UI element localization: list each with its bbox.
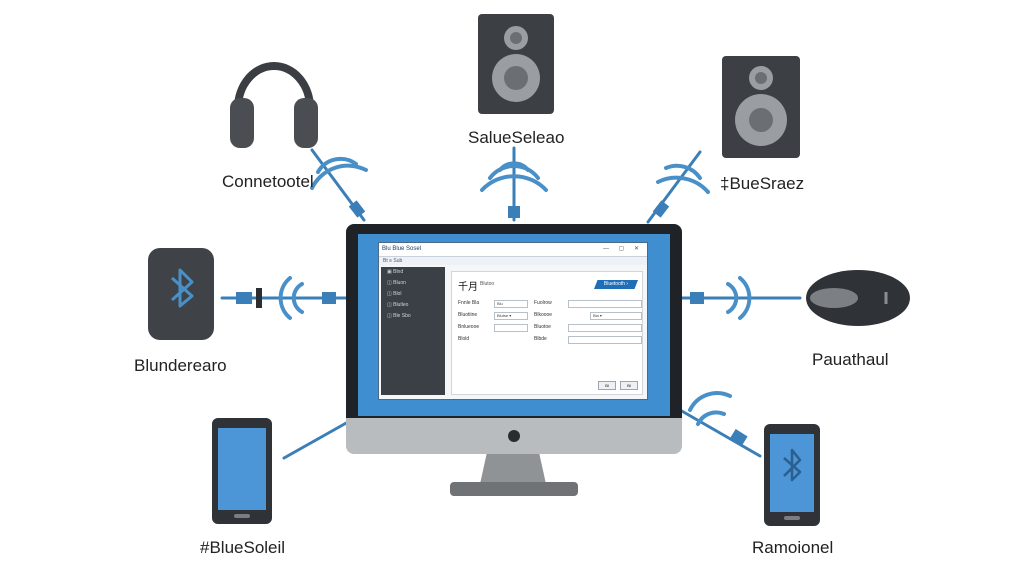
bluetooth-badge[interactable]: Bluetooth › — [594, 280, 638, 289]
power-button-icon[interactable] — [508, 430, 520, 442]
headphones-icon — [230, 62, 318, 148]
sidebar-item[interactable]: ◫ Blutleo — [387, 302, 409, 308]
device-label-phone-right: Ramoionel — [752, 538, 834, 557]
device-label-phone-left: #BlueSoleil — [200, 538, 286, 557]
settings-panel: 千月 Blutoo Bluetooth › Fnnle Bla Blu Fuol… — [451, 271, 643, 395]
monitor-base — [450, 482, 578, 496]
monitor-stand — [480, 454, 546, 484]
panel-button[interactable]: Bl — [620, 381, 638, 390]
field-label: Fnnle Bla — [458, 300, 480, 306]
device-label-headphones: Connetootel — [222, 172, 314, 191]
field-label: Bnlueooe — [458, 324, 480, 330]
monitor-screen: Blu Blue Sosel — ▢ ✕ Bt ≡ Sub ▣ Blnd ◫ B… — [358, 234, 670, 416]
form-row: Blold Blbde — [458, 336, 642, 344]
bluetooth-icon — [148, 248, 214, 340]
field-label: Bluotoe — [534, 324, 551, 330]
app-sidebar: ▣ Blnd ◫ Bluon ◫ Blol ◫ Blutleo ◫ Ble Sb… — [381, 267, 445, 395]
field-label: Fuolrow — [534, 300, 552, 306]
link-phone-left — [282, 420, 350, 460]
sidebar-item[interactable]: ◫ Ble Sbo — [387, 313, 411, 319]
window-controls[interactable]: — ▢ ✕ — [602, 246, 643, 252]
panel-button[interactable]: Bl — [598, 381, 616, 390]
form-row: Fnnle Bla Blu Fuolrow — [458, 300, 642, 308]
window-title: Blu Blue Sosel — [382, 246, 422, 252]
field-label: Blbde — [534, 336, 547, 342]
field-label: Blkoooe — [534, 312, 553, 318]
device-label-speaker-right: ‡BueSraez — [720, 174, 805, 193]
device-label-adapter: Blunderearo — [134, 356, 227, 375]
text-field[interactable]: Blu — [494, 300, 528, 308]
speaker-icon — [478, 14, 554, 114]
panel-subtitle: Blutoo — [480, 281, 495, 287]
menu-bar[interactable]: Bt ≡ Sub — [379, 257, 647, 265]
signal-arcs — [278, 156, 752, 426]
device-label-speaker-top: SalueSeleao — [468, 128, 565, 147]
dropdown[interactable]: Bla ▾ — [590, 312, 642, 320]
form-row: Bnlueooe Bluotoe — [458, 324, 642, 332]
sidebar-item[interactable]: ◫ Bluon — [387, 280, 406, 286]
panel-title: 千月 — [458, 282, 478, 293]
form-row: Bluotiine Blutse ▾ Blkoooe Bla ▾ — [458, 312, 642, 320]
dropdown[interactable]: Blutse ▾ — [494, 312, 528, 320]
smartphone-icon — [212, 418, 272, 524]
text-field[interactable] — [568, 300, 642, 308]
field-label: Blold — [458, 336, 470, 342]
speaker-icon — [722, 56, 800, 158]
sidebar-item[interactable]: ▣ Blnd — [387, 269, 404, 275]
app-window: Blu Blue Sosel — ▢ ✕ Bt ≡ Sub ▣ Blnd ◫ B… — [378, 242, 648, 400]
smartphone-bluetooth-icon — [764, 424, 820, 526]
window-titlebar: Blu Blue Sosel — ▢ ✕ — [379, 243, 647, 257]
sidebar-item[interactable]: ◫ Blol — [387, 291, 402, 297]
mouse-icon — [806, 270, 910, 326]
link-phone-right — [678, 408, 762, 458]
text-field[interactable] — [494, 324, 528, 332]
text-field[interactable] — [568, 324, 642, 332]
device-label-mouse: Pauathaul — [812, 350, 889, 369]
text-field[interactable] — [568, 336, 642, 344]
field-label: Bluotiine — [458, 312, 478, 318]
